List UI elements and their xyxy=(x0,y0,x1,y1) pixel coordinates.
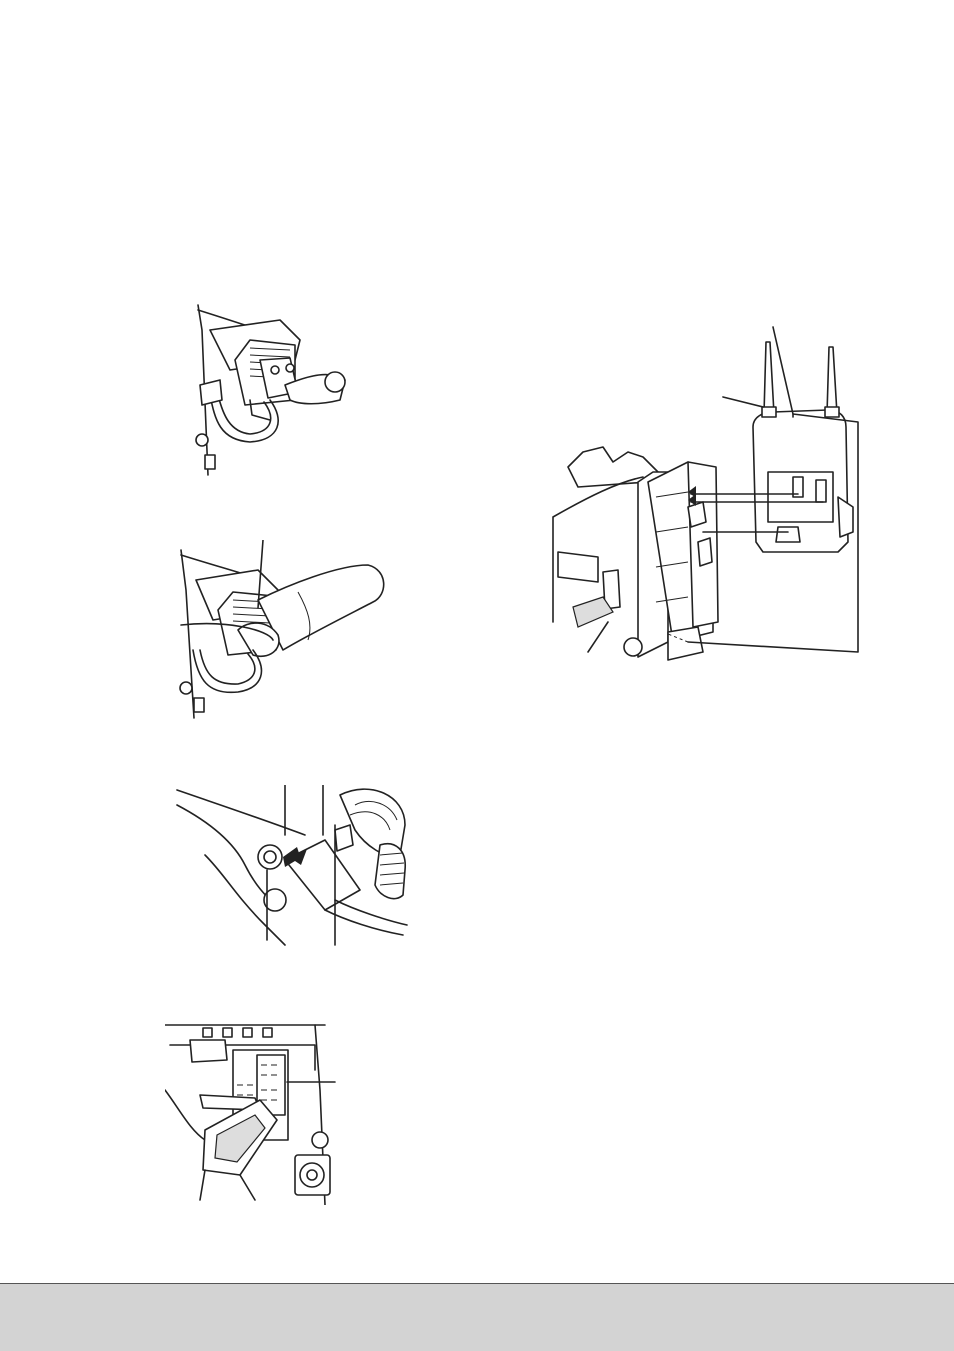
camera-wireless-receiver-mounting-drawing xyxy=(548,322,863,677)
camera-xlr-cable-connection-drawing xyxy=(175,785,415,955)
camera-microphone-holder-drawing xyxy=(190,300,365,478)
figure-mic-mounted xyxy=(178,540,388,720)
figure-audio-input-cable xyxy=(175,785,415,955)
camera-side-panel-switches-drawing xyxy=(165,1020,345,1205)
camera-shotgun-microphone-drawing xyxy=(178,540,388,720)
figure-audio-switches xyxy=(165,1020,345,1205)
figure-wireless-receiver xyxy=(548,322,863,677)
figure-mic-holder-open xyxy=(190,300,365,478)
footer-band xyxy=(0,1283,954,1351)
